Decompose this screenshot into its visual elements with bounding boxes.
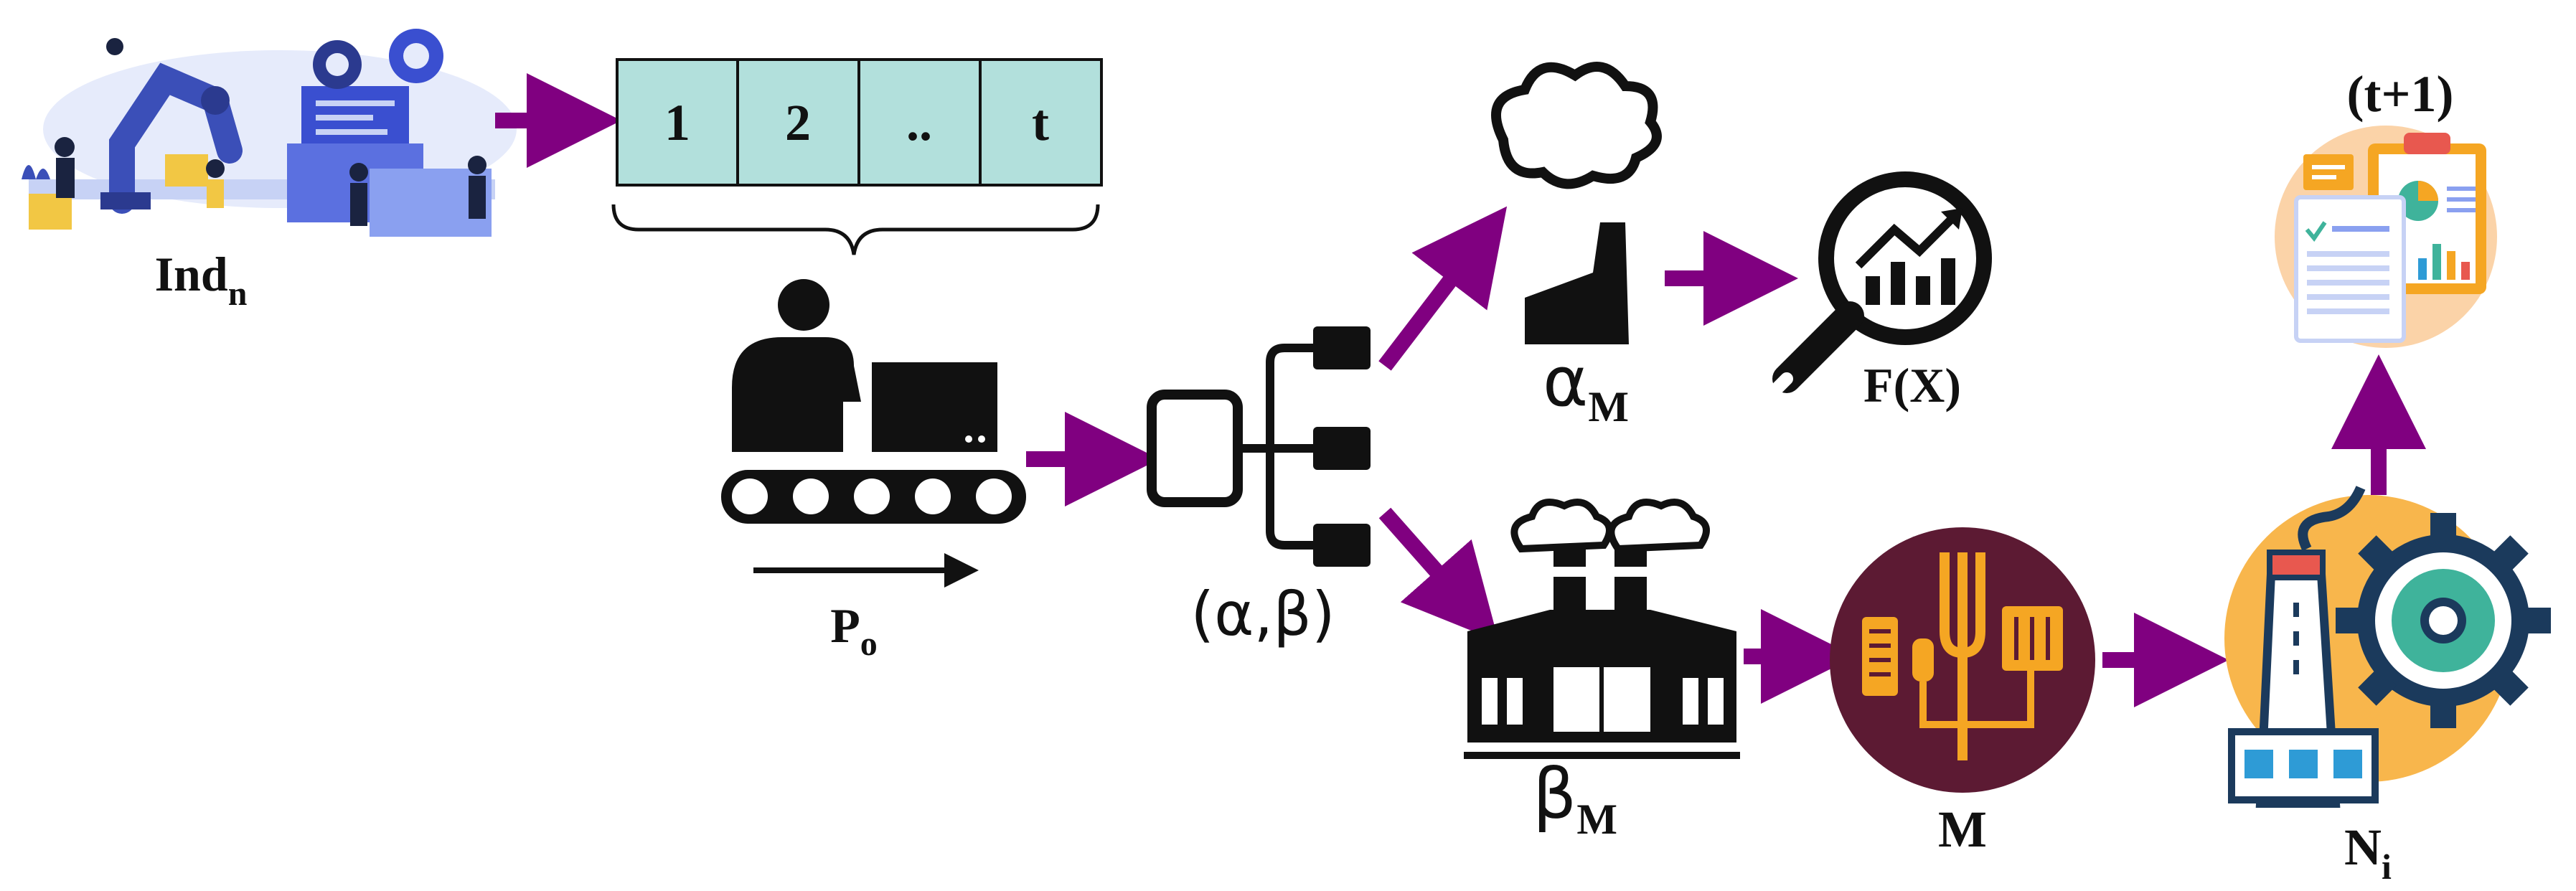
timeline-cell-3: .. <box>906 94 932 151</box>
next-step-label: (t+1) <box>2347 65 2454 123</box>
conveyor-worker-icon <box>721 279 1026 588</box>
node-label: Ni <box>2344 819 2392 887</box>
timeline-brace <box>611 204 1100 255</box>
timeline-cell-1: 1 <box>664 94 690 151</box>
tree-split-icon <box>1147 326 1371 567</box>
timeline: 1 2 .. t <box>616 58 1103 187</box>
factory-gear-icon <box>2224 486 2551 808</box>
analytics-magnifier-icon <box>1772 171 1992 394</box>
model-label: M <box>1938 801 1987 858</box>
production-label: Po <box>830 598 878 663</box>
arrow-split-to-beta <box>1378 507 1499 642</box>
industry-illustration <box>22 29 517 237</box>
timeline-cell-2: 2 <box>785 94 811 151</box>
circuit-icon <box>1830 527 2095 793</box>
industry-label: Indn <box>155 247 248 313</box>
report-icon <box>2275 126 2497 348</box>
forecast-label: F(X) <box>1863 358 1961 412</box>
split-label: (α,β) <box>1190 579 1335 649</box>
small-factory-icon <box>1491 62 1662 344</box>
timeline-cell-4: t <box>1032 94 1049 151</box>
beta-label: βM <box>1533 754 1617 843</box>
large-factory-icon <box>1464 499 1740 759</box>
alpha-label: αM <box>1543 341 1629 430</box>
arrow-split-to-alpha <box>1378 206 1508 371</box>
